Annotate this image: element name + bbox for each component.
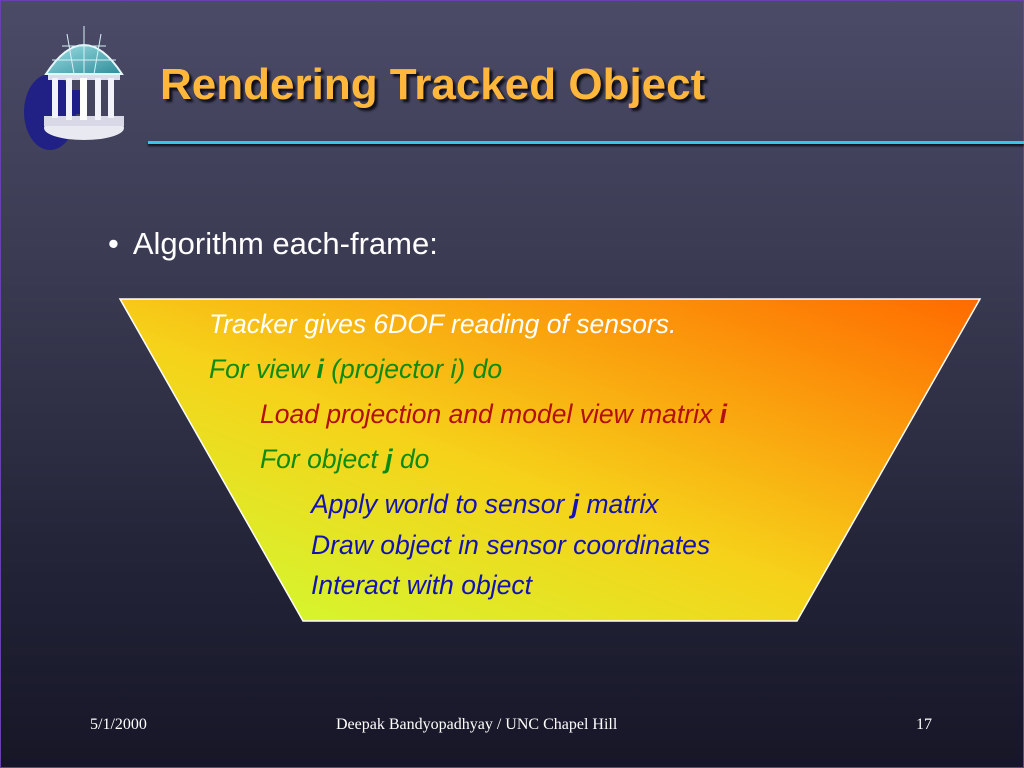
algo-line-interact: Interact with object [311, 570, 532, 600]
algo-line-for-object: For object j do [260, 444, 430, 474]
var-i: i [316, 354, 324, 384]
bullet-item: • Algorithm each-frame: [108, 226, 438, 262]
footer-page-number: 17 [916, 716, 932, 733]
old-well-icon [24, 26, 124, 150]
title-underline [148, 141, 1024, 144]
var-j: j [571, 489, 580, 519]
var-i: i [719, 399, 727, 429]
slide-title: Rendering Tracked Object [160, 60, 706, 109]
algo-line-for-view: For view i (projector i) do [209, 354, 503, 384]
bullet-marker: • [108, 226, 119, 261]
algo-line-load-matrix: Load projection and model view matrix i [260, 399, 727, 429]
algo-line-draw-object: Draw object in sensor coordinates [311, 530, 711, 560]
var-j: j [385, 444, 393, 474]
bullet-text: Algorithm each-frame: [132, 226, 438, 261]
algo-line-apply-world: Apply world to sensor j matrix [311, 489, 659, 519]
footer-date: 5/1/2000 [90, 716, 147, 733]
footer-author: Deepak Bandyopadhyay / UNC Chapel Hill [336, 716, 618, 733]
algo-line-tracker: Tracker gives 6DOF reading of sensors. [209, 309, 677, 339]
